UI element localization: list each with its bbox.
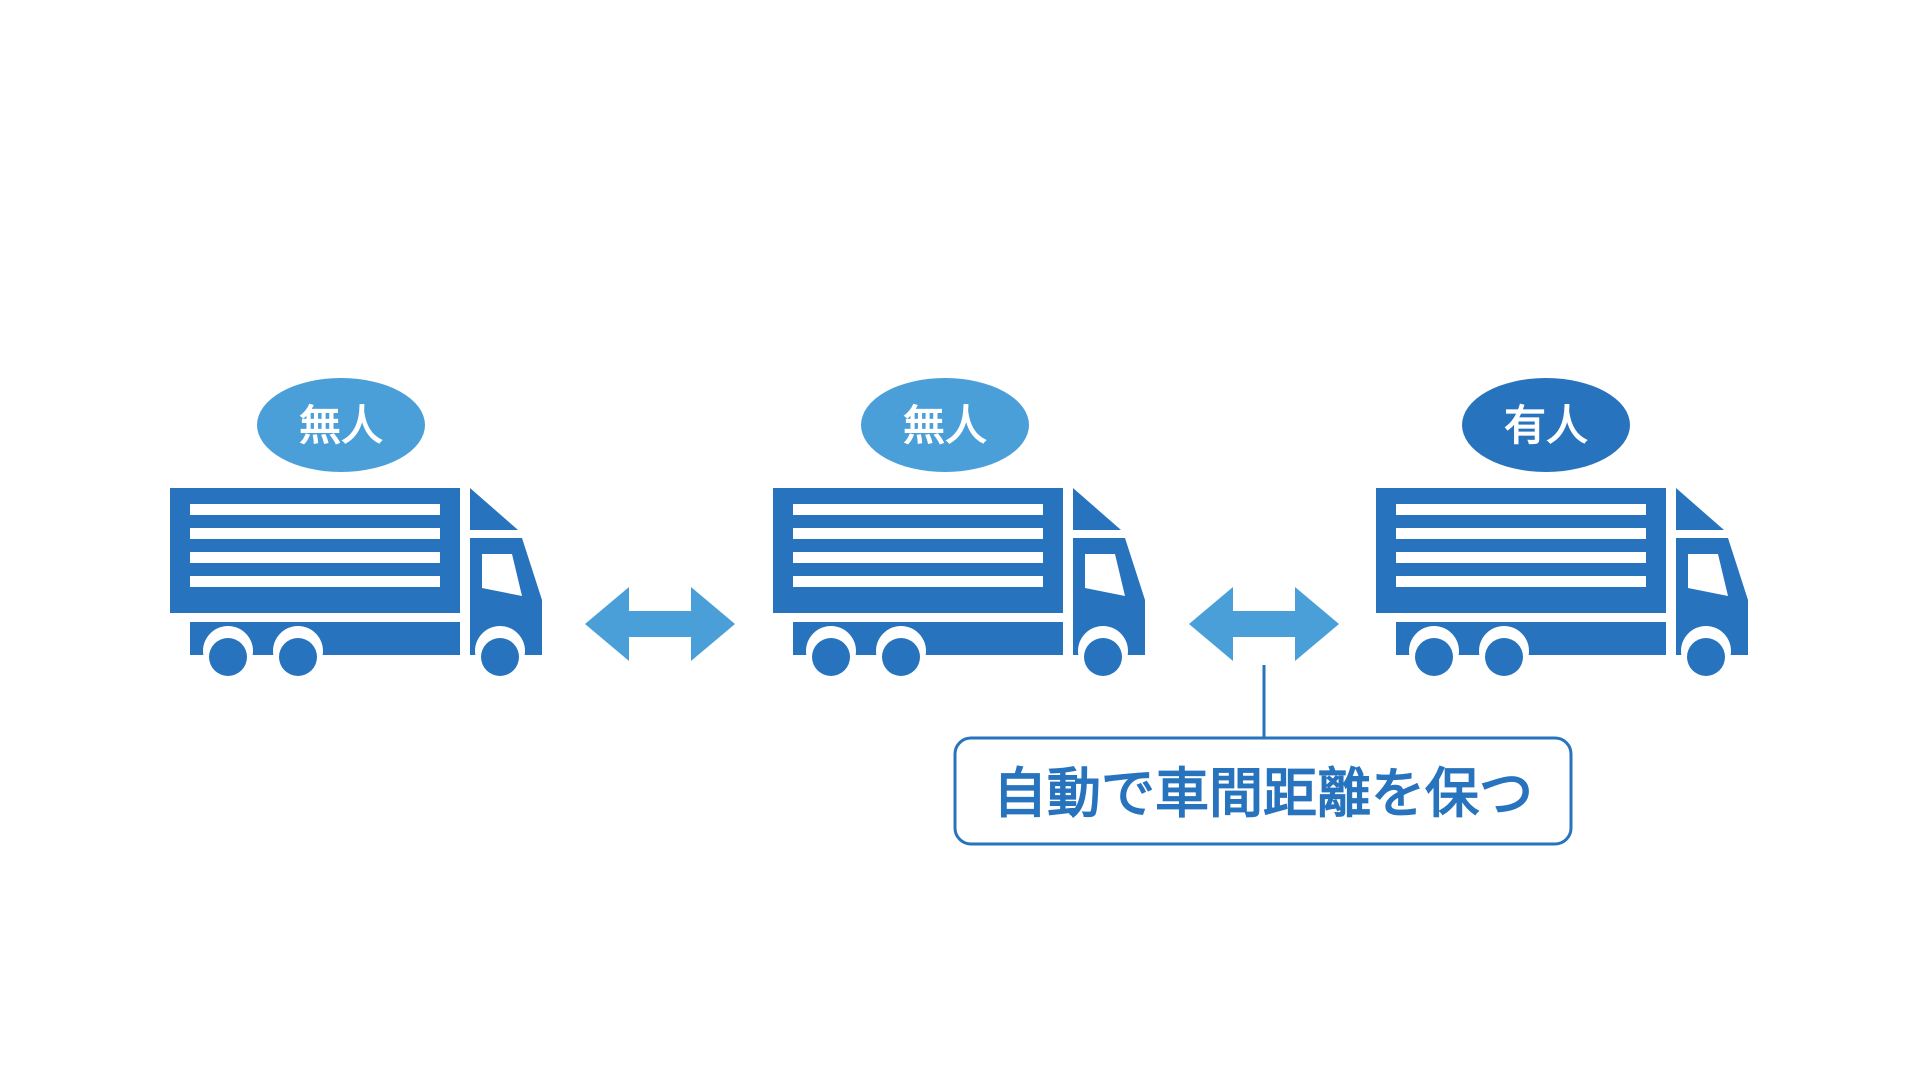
badge-label-3: 有人 — [1504, 401, 1588, 450]
truck-icon — [773, 488, 1145, 676]
double-arrow-icon — [585, 587, 735, 661]
double-arrow-icon — [1189, 587, 1339, 661]
badge-unmanned-2: 無人 — [861, 378, 1029, 472]
badge-unmanned-1: 無人 — [257, 378, 425, 472]
truck-icon — [1376, 488, 1748, 676]
truck-unit-1: 無人 — [170, 378, 542, 676]
callout-label: 自動で車間距離を保つ — [993, 762, 1533, 825]
callout-box: 自動で車間距離を保つ — [953, 736, 1573, 846]
truck-unit-3: 有人 — [1376, 378, 1748, 676]
badge-label-1: 無人 — [299, 401, 383, 450]
truck-icon — [170, 488, 542, 676]
badge-manned-3: 有人 — [1462, 378, 1630, 472]
truck-unit-2: 無人 — [773, 378, 1145, 676]
badge-label-2: 無人 — [903, 401, 987, 450]
